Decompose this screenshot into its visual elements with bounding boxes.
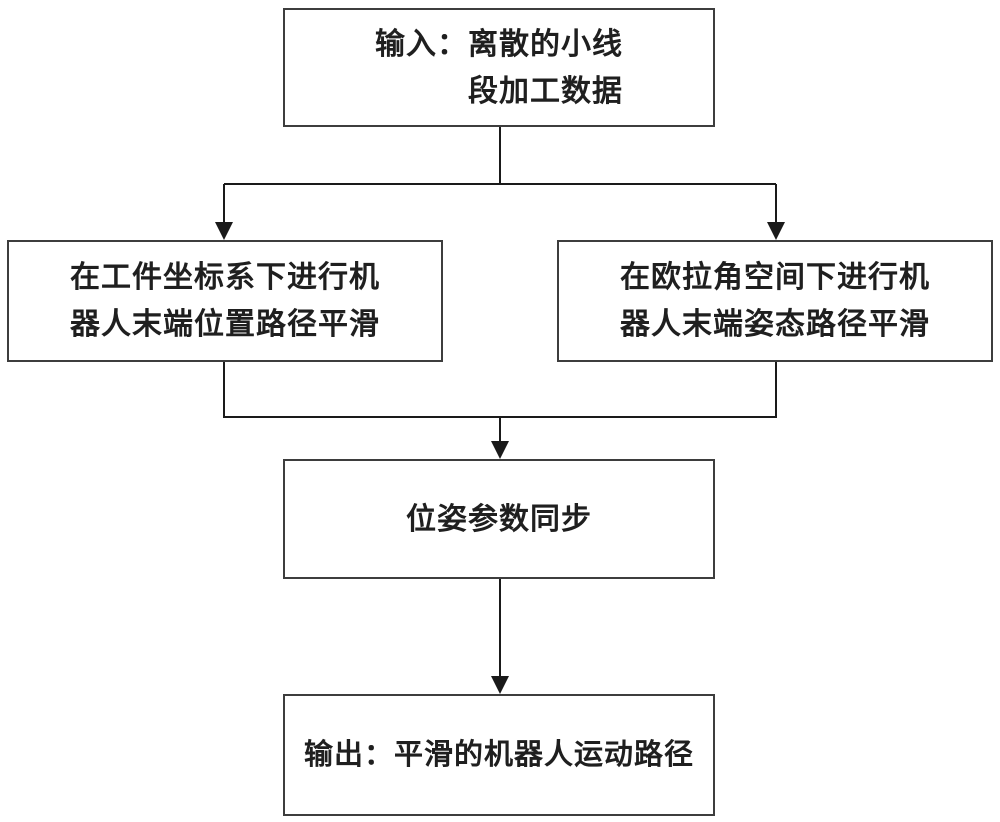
node-orientation-smoothing-line2: 器人末端姿态路径平滑 [620, 308, 930, 341]
arrowhead-to-output-box [491, 676, 509, 694]
node-position-smoothing-line1: 在工件坐标系下进行机 [70, 261, 380, 294]
node-sync: 位姿参数同步 [283, 459, 715, 579]
node-position-smoothing-line2: 器人末端位置路径平滑 [70, 308, 380, 341]
node-sync-text: 位姿参数同步 [406, 496, 592, 543]
node-orientation-smoothing-line1: 在欧拉角空间下进行机 [620, 261, 930, 294]
node-input-text: 输入：离散的小线 段加工数据 [375, 21, 623, 115]
node-orientation-smoothing-text: 在欧拉角空间下进行机 器人末端姿态路径平滑 [620, 254, 930, 348]
node-orientation-smoothing: 在欧拉角空间下进行机 器人末端姿态路径平滑 [557, 240, 993, 362]
node-output-line1: 输出：平滑的机器人运动路径 [303, 738, 694, 771]
node-output: 输出：平滑的机器人运动路径 [283, 694, 715, 816]
node-input: 输入：离散的小线 段加工数据 [283, 8, 715, 127]
arrowhead-to-sync-box [491, 441, 509, 459]
node-sync-line1: 位姿参数同步 [406, 502, 592, 536]
arrowhead-to-position-box [215, 222, 233, 240]
node-output-text: 输出：平滑的机器人运动路径 [304, 732, 694, 779]
node-position-smoothing: 在工件坐标系下进行机 器人末端位置路径平滑 [7, 240, 443, 362]
arrowhead-to-orientation-box [767, 222, 785, 240]
node-input-line1: 输入：离散的小线 [375, 27, 623, 61]
node-input-line2: 段加工数据 [468, 74, 623, 108]
node-position-smoothing-text: 在工件坐标系下进行机 器人末端位置路径平滑 [70, 254, 380, 348]
